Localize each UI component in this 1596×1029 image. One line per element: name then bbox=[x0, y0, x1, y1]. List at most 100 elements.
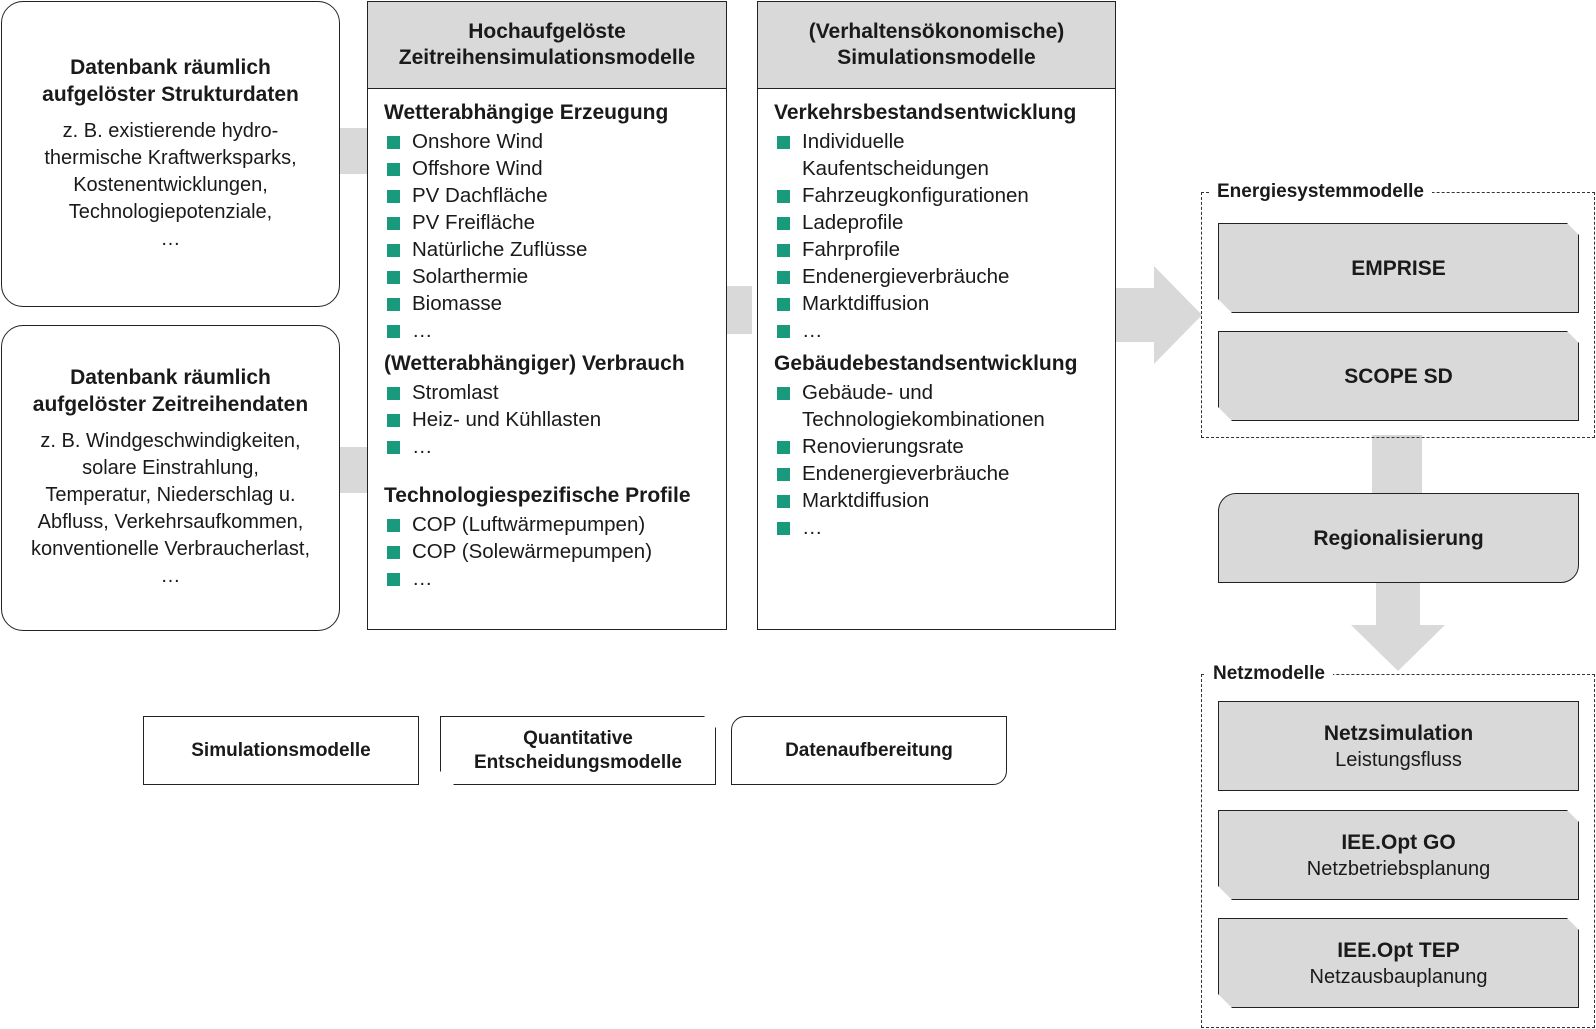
list-item-text: Heiz- und Kühllasten bbox=[412, 408, 602, 431]
square-bullet-icon bbox=[777, 325, 790, 338]
square-bullet-icon bbox=[387, 546, 400, 559]
list-item-text: Ladeprofile bbox=[802, 211, 904, 234]
list-item-text: Renovierungsrate bbox=[802, 435, 964, 458]
list-item: Marktdiffusion bbox=[774, 290, 1115, 317]
arrow-to-grid-models bbox=[1351, 581, 1445, 671]
square-bullet-icon bbox=[387, 519, 400, 532]
list-item: Ladeprofile bbox=[774, 209, 1115, 236]
square-bullet-icon bbox=[387, 573, 400, 586]
list-item: … bbox=[384, 317, 726, 344]
list-item-text: Offshore Wind bbox=[412, 157, 543, 180]
square-bullet-icon bbox=[387, 244, 400, 257]
square-bullet-icon bbox=[387, 298, 400, 311]
list-item-text: Endenergieverbräuche bbox=[802, 462, 1010, 485]
structure-database-title-line2: aufgelöster Strukturdaten bbox=[42, 83, 299, 106]
list-item: … bbox=[774, 317, 1115, 344]
section-title: Technologiespezifische Profile bbox=[384, 484, 691, 507]
list-item: … bbox=[384, 565, 726, 592]
list-item-text: Marktdiffusion bbox=[802, 292, 930, 315]
structure-database-description: z. B. existierende hydro- thermische Kra… bbox=[2, 118, 339, 253]
square-bullet-icon bbox=[777, 271, 790, 284]
legend-simulation-models: Simulationsmodelle bbox=[143, 716, 419, 785]
list-item-text: Onshore Wind bbox=[412, 130, 544, 153]
legend-simulation-label: Simulationsmodelle bbox=[191, 739, 371, 761]
scope-sd-model-box: SCOPE SD bbox=[1218, 331, 1579, 421]
structure-database-box: Datenbank räumlich aufgelöster Strukturd… bbox=[1, 1, 340, 307]
list-item-text: Solarthermie bbox=[412, 265, 529, 288]
legend-quant-line2: Entscheidungsmodelle bbox=[474, 751, 682, 773]
list-item: Marktdiffusion bbox=[774, 487, 1115, 514]
list-item-text: Fahrzeugkonfigurationen bbox=[802, 184, 1029, 207]
structure-database-title: Datenbank räumlich aufgelöster Strukturd… bbox=[2, 54, 339, 108]
connector-energy-regional bbox=[1372, 435, 1422, 493]
section-spacer bbox=[384, 466, 726, 482]
list-item-text: Technologiekombinationen bbox=[802, 408, 1045, 431]
list-item-text: PV Freifläche bbox=[412, 211, 536, 234]
square-bullet-icon bbox=[777, 217, 790, 230]
legend-quant-line1: Quantitative bbox=[523, 727, 633, 749]
square-bullet-icon bbox=[387, 387, 400, 400]
square-bullet-icon bbox=[777, 468, 790, 481]
desc-line: Technologiepotenziale, bbox=[68, 201, 273, 223]
connector-timeseries-data bbox=[338, 447, 368, 493]
list-item: Endenergieverbräuche bbox=[774, 263, 1115, 290]
square-bullet-icon bbox=[777, 387, 790, 400]
square-bullet-icon bbox=[777, 244, 790, 257]
scope-sd-model-name: SCOPE SD bbox=[1344, 364, 1453, 388]
list-item: Fahrprofile bbox=[774, 236, 1115, 263]
list-item-text: PV Dachfläche bbox=[412, 184, 548, 207]
square-bullet-icon bbox=[777, 441, 790, 454]
emprise-model-box: EMPRISE bbox=[1218, 223, 1579, 313]
list-item: Natürliche Zuflüsse bbox=[384, 236, 726, 263]
list-item: COP (Solewärmepumpen) bbox=[384, 538, 726, 565]
desc-line: … bbox=[160, 228, 181, 250]
list-item-text: COP (Luftwärmepumpen) bbox=[412, 513, 646, 536]
list-item: Onshore Wind bbox=[384, 128, 726, 155]
legend-data-preparation: Datenaufbereitung bbox=[731, 716, 1007, 785]
iee-opt-go-model-box: IEE.Opt GO Netzbetriebsplanung bbox=[1218, 810, 1579, 900]
list-item: Renovierungsrate bbox=[774, 433, 1115, 460]
list-item-text: … bbox=[802, 516, 823, 539]
list-item: Kaufentscheidungen bbox=[774, 155, 1115, 182]
timeseries-header-line1: Hochaufgelöste bbox=[468, 20, 626, 43]
list-item-text: Kaufentscheidungen bbox=[802, 157, 989, 180]
list-item: Endenergieverbräuche bbox=[774, 460, 1115, 487]
list-item: … bbox=[384, 433, 726, 460]
legend-quantitative-decision-models: Quantitative Entscheidungsmodelle bbox=[440, 716, 716, 785]
square-bullet-icon bbox=[777, 495, 790, 508]
desc-line: … bbox=[160, 565, 181, 587]
structure-database-title-line1: Datenbank räumlich bbox=[70, 56, 271, 79]
square-bullet-icon bbox=[387, 136, 400, 149]
netzsimulation-model-box: Netzsimulation Leistungsfluss bbox=[1218, 701, 1579, 791]
section-title: (Wetterabhängiger) Verbrauch bbox=[384, 352, 685, 375]
list-item: Stromlast bbox=[384, 379, 726, 406]
list-item-text: Endenergieverbräuche bbox=[802, 265, 1010, 288]
list-item: Biomasse bbox=[384, 290, 726, 317]
grid-models-title: Netzmodelle bbox=[1205, 663, 1333, 685]
list-item-text: Biomasse bbox=[412, 292, 503, 315]
list-item: Solarthermie bbox=[384, 263, 726, 290]
iee-opt-tep-model-box: IEE.Opt TEP Netzausbauplanung bbox=[1218, 918, 1579, 1008]
list-item-text: Stromlast bbox=[412, 381, 499, 404]
iee-opt-tep-name: IEE.Opt TEP bbox=[1337, 938, 1460, 962]
list-item: Technologiekombinationen bbox=[774, 406, 1115, 433]
legend-data-label: Datenaufbereitung bbox=[785, 739, 953, 761]
timeseries-header-line2: Zeitreihensimulationsmodelle bbox=[398, 46, 696, 69]
arrow-to-energy-models bbox=[1108, 266, 1202, 364]
timeseries-database-title: Datenbank räumlich aufgelöster Zeitreihe… bbox=[2, 364, 339, 418]
list-item-text: … bbox=[412, 435, 433, 458]
desc-line: z. B. Windgeschwindigkeiten, bbox=[40, 430, 301, 452]
section-list: COP (Luftwärmepumpen)COP (Solewärmepumpe… bbox=[384, 511, 726, 592]
list-item-text: Fahrprofile bbox=[802, 238, 900, 261]
timeseries-database-description: z. B. Windgeschwindigkeiten, solare Eins… bbox=[2, 428, 339, 590]
list-item: PV Dachfläche bbox=[384, 182, 726, 209]
square-bullet-icon bbox=[777, 522, 790, 535]
regionalisierung-box: Regionalisierung bbox=[1218, 493, 1579, 583]
list-item: Fahrzeugkonfigurationen bbox=[774, 182, 1115, 209]
square-bullet-icon bbox=[387, 441, 400, 454]
iee-opt-go-name: IEE.Opt GO bbox=[1341, 830, 1456, 854]
list-item-text: Natürliche Zuflüsse bbox=[412, 238, 588, 261]
